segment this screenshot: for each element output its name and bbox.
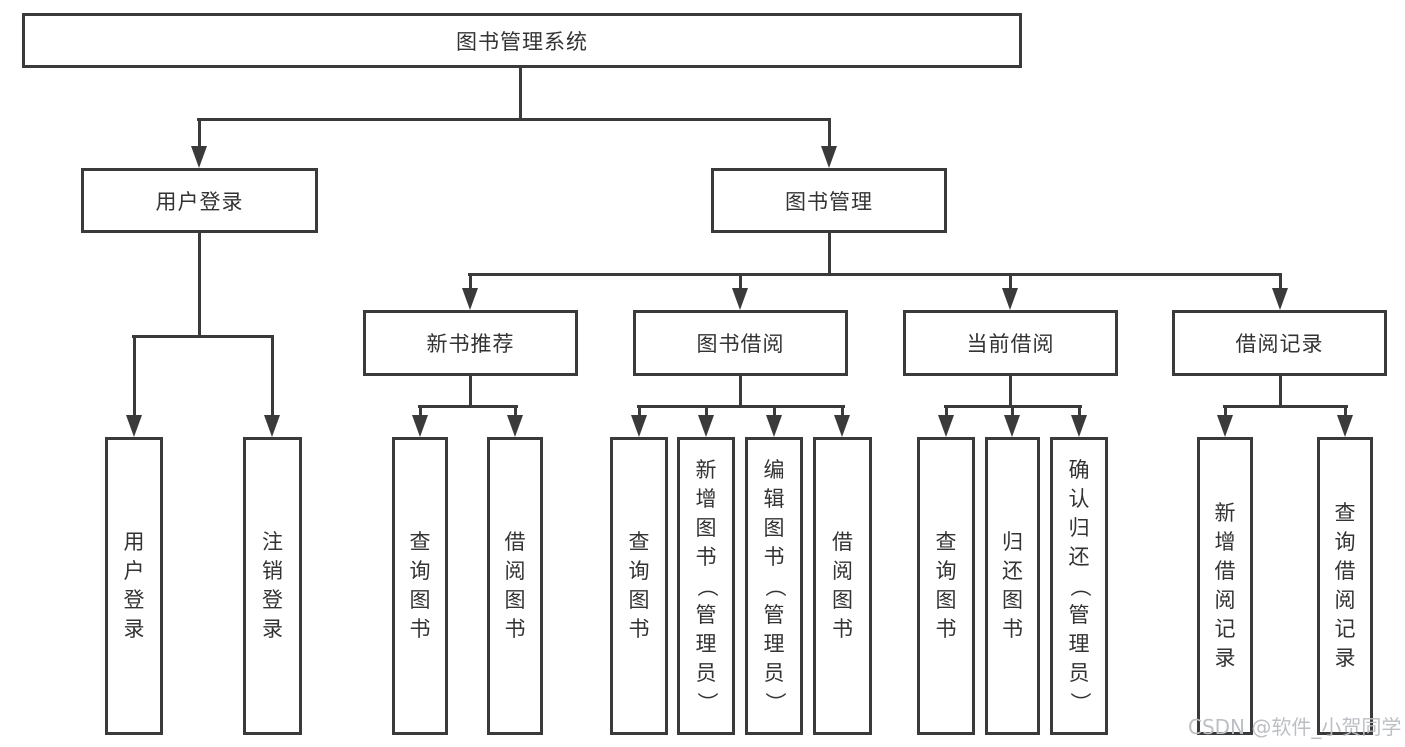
connector-line (739, 273, 742, 290)
node-label: 查询图书 (628, 530, 650, 641)
connector-line (418, 405, 518, 408)
connector-line (132, 335, 274, 338)
connector-line (198, 233, 201, 337)
node-user-login: 用户登录 (81, 168, 318, 233)
leaf-logout: 注销登录 (243, 437, 302, 735)
node-label: 图书管理系统 (456, 29, 588, 54)
node-label: 借阅图书 (504, 530, 526, 641)
arrow-down-icon (126, 415, 142, 437)
node-label: 图书管理 (785, 189, 873, 214)
node-label: 借阅记录 (1235, 332, 1324, 356)
arrow-down-icon (1337, 415, 1353, 437)
leaf-query-books-borrowing: 查询图书 (610, 437, 668, 735)
node-label: 归还图书 (1002, 530, 1023, 641)
arrow-down-icon (834, 415, 850, 437)
node-label: 查询图书 (409, 530, 431, 641)
connector-line (133, 335, 136, 417)
connector-line (638, 405, 641, 417)
connector-line (739, 376, 742, 407)
arrow-down-icon (264, 415, 280, 437)
arrow-down-icon (1004, 415, 1020, 437)
connector-line (1009, 376, 1012, 407)
leaf-add-book-admin: 新增图书（管理员） (677, 437, 735, 735)
node-label: 编辑图书（管理员） (762, 457, 787, 713)
connector-line (1011, 405, 1014, 417)
connector-line (773, 405, 776, 417)
node-label: 用户登录 (123, 530, 145, 641)
leaf-borrow-books-recommend: 借阅图书 (487, 437, 543, 735)
arrow-down-icon (766, 415, 782, 437)
arrow-down-icon (732, 288, 748, 310)
leaf-edit-book-admin: 编辑图书（管理员） (745, 437, 803, 735)
arrow-down-icon (698, 415, 714, 437)
arrow-down-icon (462, 288, 478, 310)
node-label: 当前借阅 (966, 332, 1055, 356)
arrow-down-icon (938, 415, 954, 437)
leaf-user-login: 用户登录 (105, 437, 163, 735)
watermark: CSDN @软件_小贺同学 (1188, 715, 1402, 739)
node-label: 借阅图书 (832, 530, 853, 641)
node-label: 确认归还（管理员） (1067, 457, 1092, 713)
connector-line (1344, 405, 1347, 417)
arrow-down-icon (507, 415, 523, 437)
connector-line (1279, 376, 1282, 407)
arrow-down-icon (1002, 288, 1018, 310)
leaf-borrow-books-borrowing: 借阅图书 (813, 437, 872, 735)
leaf-query-borrow-record: 查询借阅记录 (1317, 437, 1373, 735)
connector-line (197, 118, 831, 121)
connector-line (1078, 405, 1081, 417)
connector-line (519, 65, 522, 120)
connector-line (469, 273, 472, 290)
connector-line (419, 405, 422, 417)
arrow-down-icon (191, 146, 207, 168)
connector-line (1009, 273, 1012, 290)
connector-line (1224, 405, 1227, 417)
node-label: 查询借阅记录 (1334, 501, 1356, 670)
connector-line (1279, 273, 1282, 290)
arrow-down-icon (1217, 415, 1233, 437)
leaf-query-books-recommend: 查询图书 (392, 437, 448, 735)
connector-line (198, 118, 201, 148)
node-label: 新增图书（管理员） (694, 457, 719, 713)
node-label: 新书推荐 (426, 332, 515, 356)
connector-line (468, 273, 1282, 276)
node-label: 图书借阅 (696, 332, 785, 356)
connector-line (1223, 405, 1348, 408)
node-label: 查询图书 (935, 530, 957, 641)
node-library-management-system: 图书管理系统 (22, 13, 1022, 68)
node-borrowing-records: 借阅记录 (1172, 310, 1387, 376)
leaf-query-books-current: 查询图书 (917, 437, 975, 735)
connector-line (469, 376, 472, 407)
node-book-borrowing: 图书借阅 (633, 310, 848, 376)
leaf-return-books: 归还图书 (985, 437, 1040, 735)
connector-line (828, 233, 831, 275)
arrow-down-icon (1071, 415, 1087, 437)
arrow-down-icon (821, 146, 837, 168)
arrow-down-icon (1272, 288, 1288, 310)
node-new-book-recommend: 新书推荐 (363, 310, 578, 376)
arrow-down-icon (412, 415, 428, 437)
node-book-management: 图书管理 (711, 168, 947, 233)
connector-line (514, 405, 517, 417)
connector-line (828, 118, 831, 148)
node-label: 新增借阅记录 (1214, 501, 1236, 670)
node-current-borrowing: 当前借阅 (903, 310, 1118, 376)
connector-line (841, 405, 844, 417)
leaf-add-borrow-record: 新增借阅记录 (1197, 437, 1253, 735)
connector-line (271, 335, 274, 417)
node-label: 注销登录 (262, 530, 283, 641)
node-label: 用户登录 (155, 189, 244, 214)
connector-line (945, 405, 948, 417)
connector-line (637, 405, 845, 408)
arrow-down-icon (631, 415, 647, 437)
connector-line (705, 405, 708, 417)
leaf-confirm-return-admin: 确认归还（管理员） (1050, 437, 1108, 735)
